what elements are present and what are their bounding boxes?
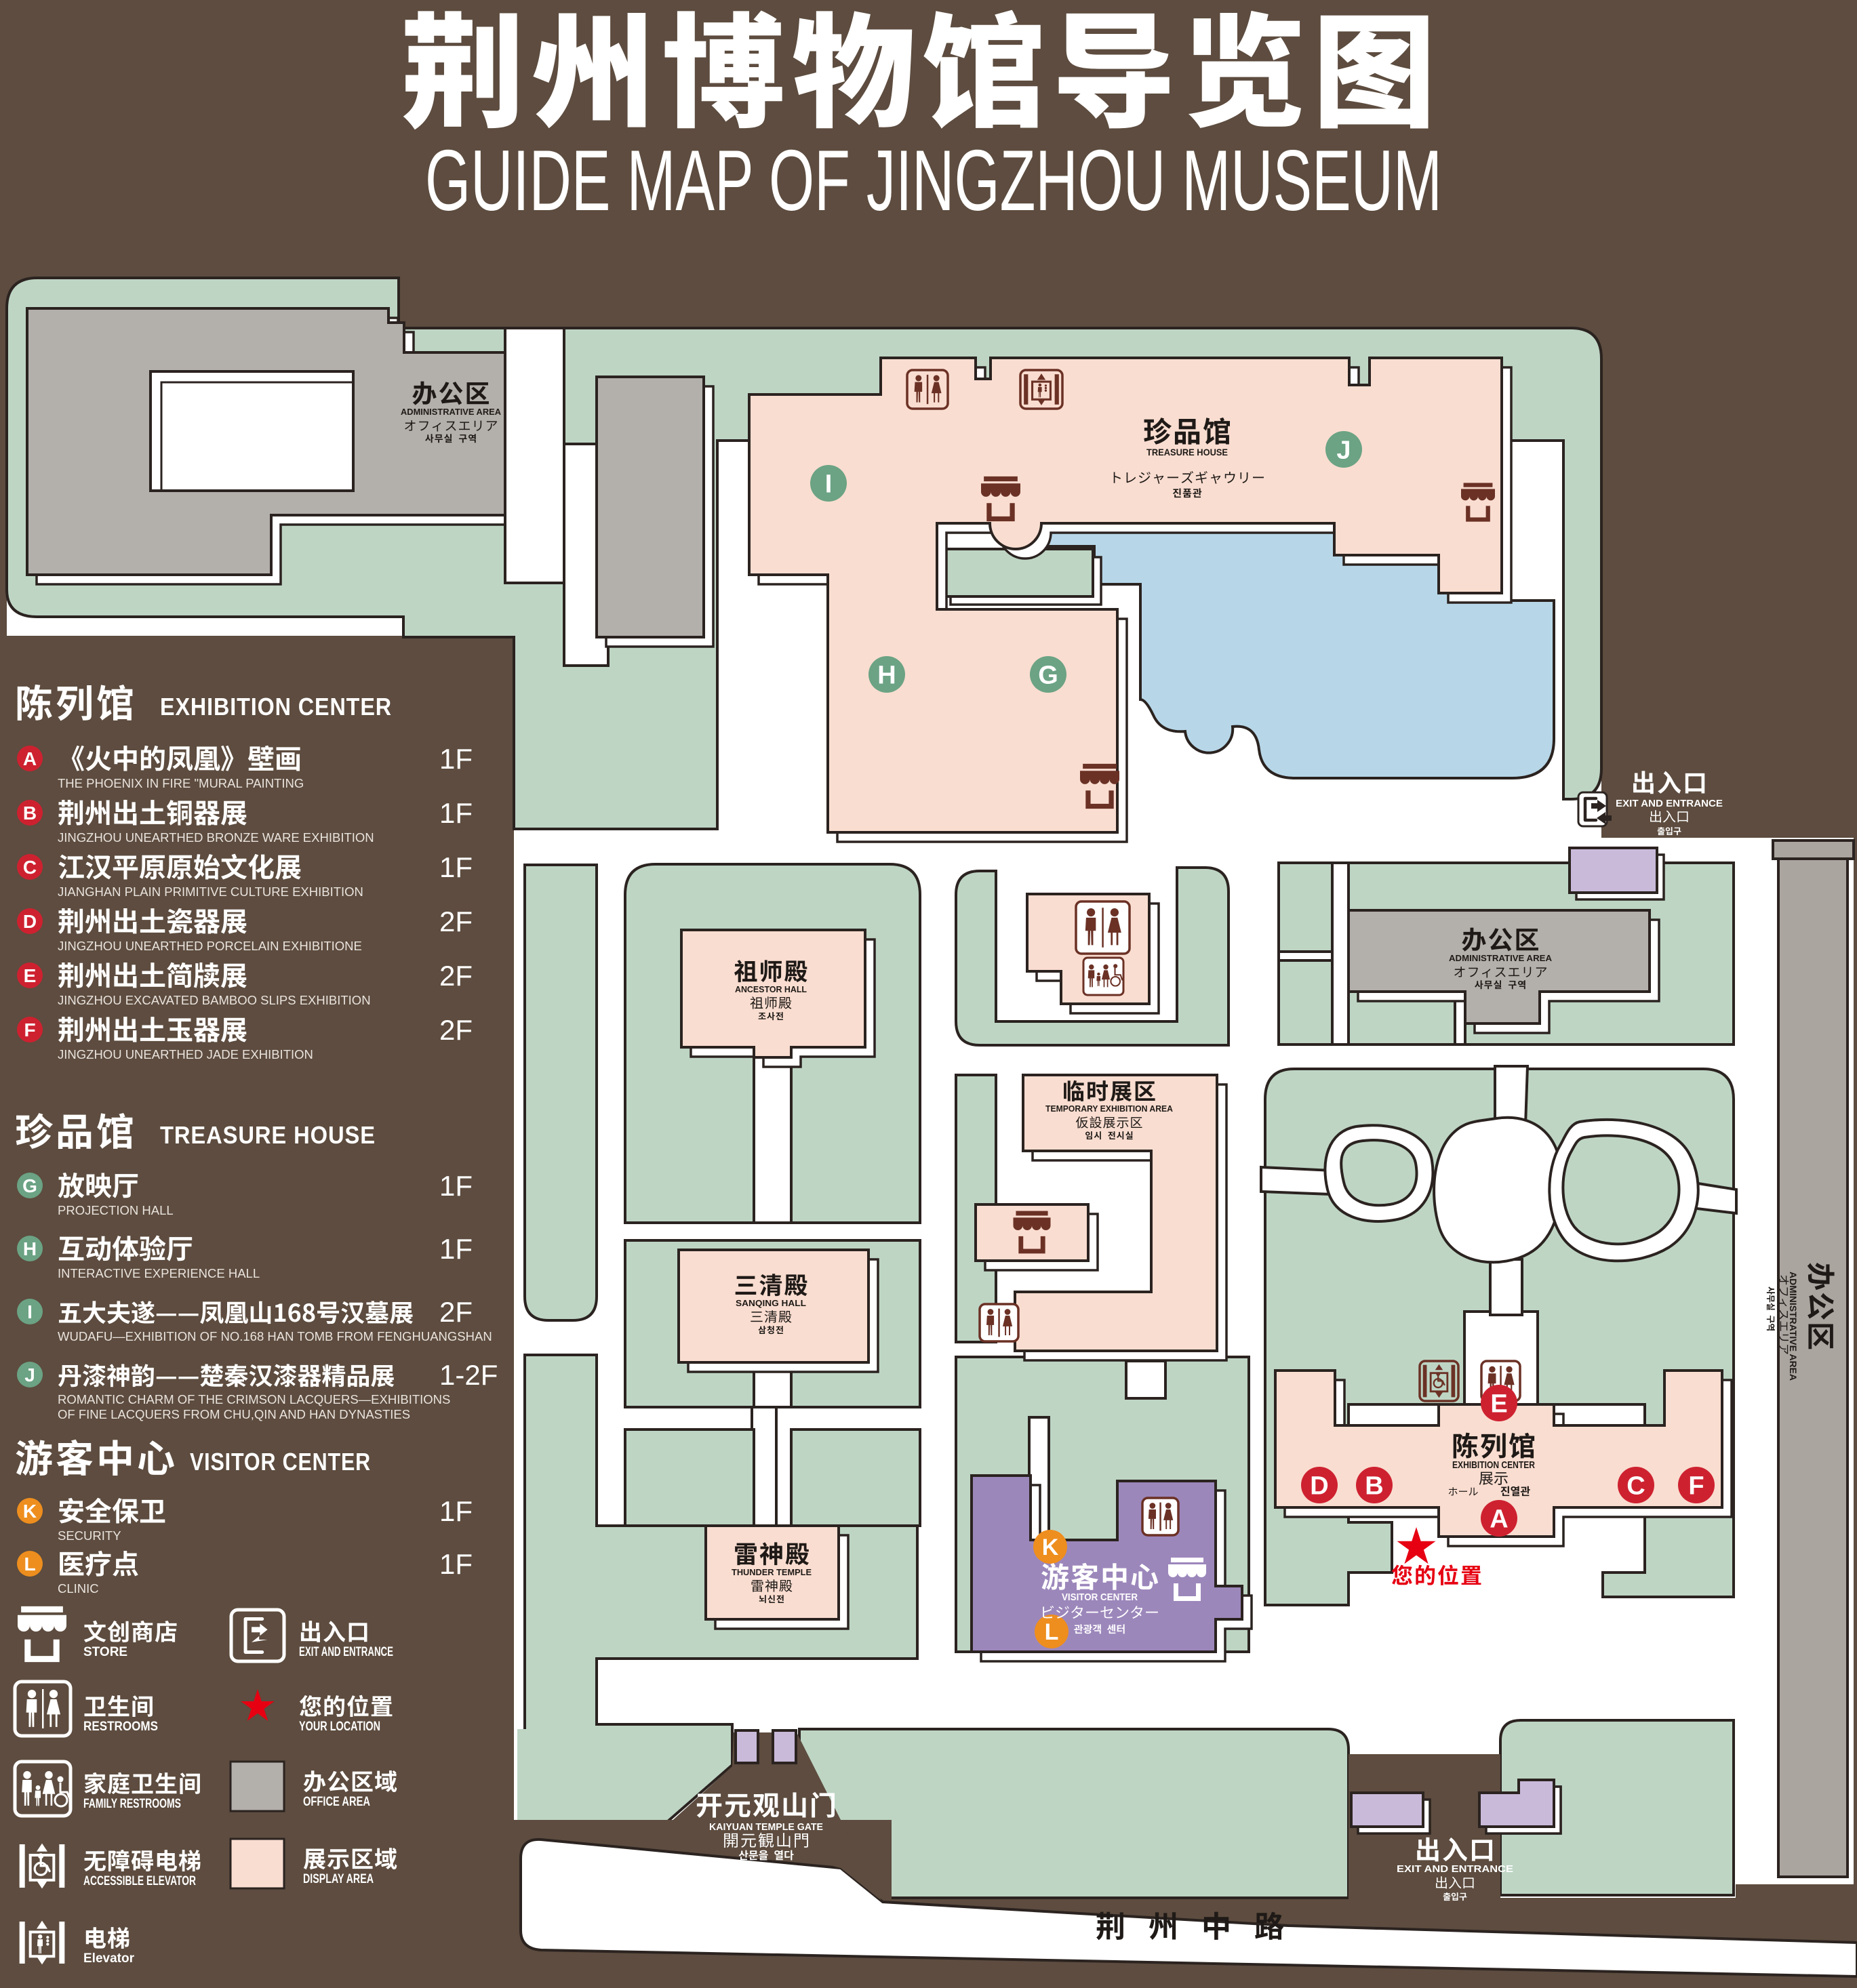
svg-text:WUDAFU—EXHIBITION OF NO.168 HA: WUDAFU—EXHIBITION OF NO.168 HAN TOMB FRO… (58, 1329, 492, 1343)
svg-text:1F: 1F (439, 797, 473, 829)
svg-text:CLINIC: CLINIC (58, 1581, 99, 1596)
svg-text:A: A (1490, 1505, 1508, 1533)
svg-text:JINGZHOU EXCAVATED BAMBOO SLIP: JINGZHOU EXCAVATED BAMBOO SLIPS EXHIBITI… (58, 993, 371, 1007)
svg-text:A: A (23, 748, 37, 769)
svg-text:1-2F: 1-2F (439, 1359, 498, 1391)
svg-text:OF FINE LACQUERS FROM CHU,QIN: OF FINE LACQUERS FROM CHU,QIN AND HAN DY… (58, 1407, 410, 1421)
svg-text:D: D (1310, 1472, 1328, 1500)
svg-text:1F: 1F (439, 743, 473, 775)
svg-text:E: E (1490, 1389, 1507, 1418)
svg-text:STORE: STORE (83, 1645, 127, 1659)
svg-text:C: C (1626, 1472, 1645, 1500)
svg-text:EXHIBITION CENTER: EXHIBITION CENTER (160, 693, 392, 721)
svg-text:EXIT AND ENTRANCE: EXIT AND ENTRANCE (299, 1645, 393, 1659)
svg-text:JINGZHOU UNEARTHED PORCELAIN E: JINGZHOU UNEARTHED PORCELAIN EXHIBITIONE (58, 939, 362, 953)
svg-text:VISITOR CENTER: VISITOR CENTER (190, 1448, 371, 1476)
svg-text:E: E (24, 965, 37, 986)
svg-text:THE PHOENIX IN FIRE "MURAL PAI: THE PHOENIX IN FIRE "MURAL PAINTING (58, 776, 304, 790)
svg-text:EXHIBITION CENTER: EXHIBITION CENTER (1452, 1459, 1535, 1471)
svg-text:J: J (1336, 436, 1351, 464)
svg-text:TEMPORARY EXHIBITION AREA: TEMPORARY EXHIBITION AREA (1045, 1103, 1174, 1114)
svg-text:YOUR LOCATION: YOUR LOCATION (299, 1720, 380, 1734)
svg-text:TREASURE HOUSE: TREASURE HOUSE (160, 1121, 376, 1149)
svg-text:ROMANTIC CHARM OF THE CRIMSON: ROMANTIC CHARM OF THE CRIMSON LACQUERS—E… (58, 1392, 450, 1406)
svg-text:OFFICE AREA: OFFICE AREA (303, 1795, 370, 1809)
svg-text:EXIT AND ENTRANCE: EXIT AND ENTRANCE (1616, 798, 1723, 809)
svg-text:F: F (24, 1019, 35, 1040)
svg-text:2F: 2F (439, 1014, 473, 1046)
svg-text:ACCESSIBLE ELEVATOR: ACCESSIBLE ELEVATOR (83, 1874, 196, 1888)
svg-text:K: K (1042, 1535, 1059, 1560)
svg-text:GUIDE MAP OF JINGZHOU MUSEUM: GUIDE MAP OF JINGZHOU MUSEUM (425, 132, 1442, 228)
svg-text:1F: 1F (439, 1233, 473, 1265)
svg-text:I: I (27, 1301, 33, 1322)
svg-text:JINGZHOU UNEARTHED JADE EXHIBI: JINGZHOU UNEARTHED JADE EXHIBITION (58, 1047, 313, 1061)
svg-text:ADMINISTRATIVE AREA: ADMINISTRATIVE AREA (1449, 953, 1553, 963)
svg-text:G: G (22, 1175, 37, 1196)
svg-text:VISITOR CENTER: VISITOR CENTER (1062, 1591, 1138, 1603)
svg-text:EXIT AND ENTRANCE: EXIT AND ENTRANCE (1397, 1863, 1513, 1875)
svg-text:H: H (877, 661, 896, 689)
svg-text:FAMILY RESTROOMS: FAMILY RESTROOMS (83, 1797, 181, 1811)
svg-text:D: D (23, 911, 37, 932)
svg-text:KAIYUAN TEMPLE GATE: KAIYUAN TEMPLE GATE (709, 1821, 823, 1833)
svg-text:Elevator: Elevator (83, 1951, 135, 1966)
svg-text:1F: 1F (439, 1495, 473, 1527)
svg-text:DISPLAY AREA: DISPLAY AREA (303, 1872, 374, 1886)
svg-text:G: G (1038, 661, 1058, 689)
svg-text:J: J (24, 1364, 35, 1385)
svg-text:PROJECTION HALL: PROJECTION HALL (58, 1203, 174, 1217)
svg-text:SANQING HALL: SANQING HALL (736, 1298, 806, 1308)
svg-text:H: H (23, 1238, 37, 1259)
svg-text:RESTROOMS: RESTROOMS (83, 1720, 158, 1734)
svg-text:JIANGHAN PLAIN PRIMITIVE CULTU: JIANGHAN PLAIN PRIMITIVE CULTURE EXHIBIT… (58, 885, 363, 899)
svg-text:ADMINISTRATIVE AREA: ADMINISTRATIVE AREA (401, 407, 502, 417)
svg-text:THUNDER TEMPLE: THUNDER TEMPLE (732, 1567, 812, 1577)
svg-text:JINGZHOU UNEARTHED BRONZE WARE: JINGZHOU UNEARTHED BRONZE WARE EXHIBITIO… (58, 830, 374, 845)
svg-text:2F: 2F (439, 1296, 473, 1328)
svg-text:C: C (23, 857, 37, 878)
svg-text:SECURITY: SECURITY (58, 1528, 121, 1543)
svg-text:L: L (1045, 1619, 1059, 1645)
svg-text:B: B (1365, 1472, 1383, 1500)
svg-text:B: B (23, 803, 37, 824)
svg-text:INTERACTIVE EXPERIENCE HALL: INTERACTIVE EXPERIENCE HALL (58, 1266, 260, 1280)
svg-text:TREASURE HOUSE: TREASURE HOUSE (1146, 447, 1228, 458)
svg-text:ADMINISTRATIVE AREA: ADMINISTRATIVE AREA (1788, 1272, 1799, 1381)
svg-text:L: L (24, 1554, 35, 1575)
svg-text:1F: 1F (439, 1548, 473, 1580)
svg-text:I: I (825, 470, 833, 498)
svg-text:1F: 1F (439, 851, 473, 883)
svg-text:2F: 2F (439, 906, 473, 937)
svg-text:2F: 2F (439, 960, 473, 992)
svg-text:F: F (1688, 1472, 1704, 1500)
svg-text:ANCESTOR HALL: ANCESTOR HALL (735, 984, 807, 994)
svg-text:K: K (23, 1501, 37, 1522)
svg-text:1F: 1F (439, 1170, 473, 1202)
